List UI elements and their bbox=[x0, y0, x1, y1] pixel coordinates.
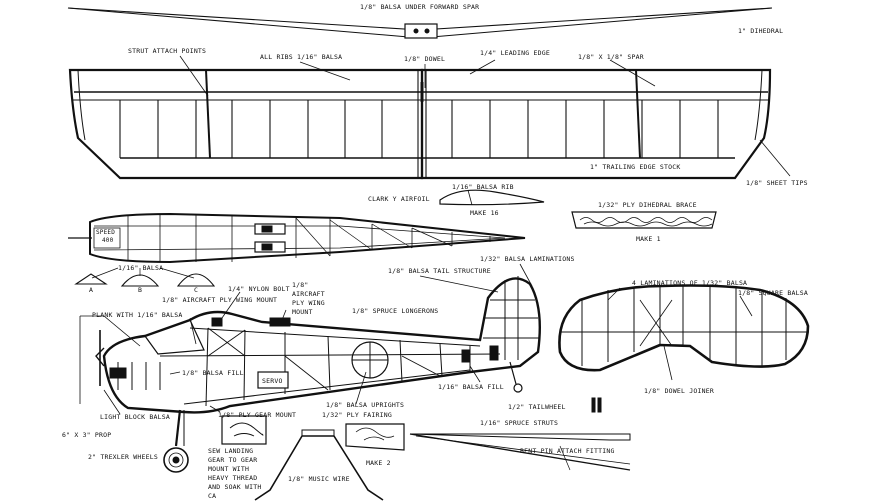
label-ac-ply-4: MOUNT bbox=[292, 308, 313, 316]
label-wheels: 2" TREXLER WHEELS bbox=[88, 453, 158, 461]
label-make-16: MAKE 16 bbox=[470, 209, 499, 217]
label-laminations: 1/32" BALSA LAMINATIONS bbox=[480, 255, 575, 263]
label-under-spar: 1/8" BALSA UNDER FORWARD SPAR bbox=[360, 3, 480, 11]
music-wire-gear bbox=[254, 429, 384, 501]
label-sew-6: CA bbox=[208, 492, 217, 500]
label-sew-1: SEW LANDING bbox=[208, 447, 254, 455]
label-spar: 1/8" X 1/8" SPAR bbox=[578, 53, 644, 61]
label-trailing-edge: 1" TRAILING EDGE STOCK bbox=[590, 163, 681, 171]
label-ac-ply-2: AIRCRAFT bbox=[292, 290, 325, 298]
label-sew-5: AND SOAK WITH bbox=[208, 483, 262, 491]
clark-y-rib bbox=[439, 189, 545, 206]
spruce-strut bbox=[409, 433, 631, 471]
tailwheel bbox=[509, 361, 523, 393]
label-music-wire: 1/8" MUSIC WIRE bbox=[288, 475, 350, 483]
label-plank: PLANK WITH 1/16" BALSA bbox=[92, 311, 183, 319]
label-sec-a: A bbox=[89, 286, 94, 294]
label-lam4: 4 LAMINATIONS OF 1/32" BALSA bbox=[632, 279, 748, 287]
label-ply-fairing: 1/32" PLY FAIRING bbox=[322, 411, 392, 419]
ply-dihedral-brace bbox=[571, 211, 717, 229]
label-tail-structure: 1/8" BALSA TAIL STRUCTURE bbox=[388, 267, 491, 275]
label-speed: SPEED bbox=[96, 229, 116, 236]
label-ac-ply-1: 1/8" bbox=[292, 281, 309, 289]
label-ply-brace: 1/32" PLY DIHEDRAL BRACE bbox=[598, 201, 697, 209]
label-speed-sub: 400 bbox=[102, 237, 114, 244]
label-make-1: MAKE 1 bbox=[636, 235, 661, 243]
label-nylon-bolt: 1/4" NYLON BOLT bbox=[228, 285, 290, 293]
label-servo: SERVO bbox=[262, 377, 283, 385]
label-make-2: MAKE 2 bbox=[366, 459, 391, 467]
sew-gear-detail bbox=[221, 415, 267, 445]
stabilizer-plan bbox=[558, 284, 810, 381]
label-ac-ply-3: PLY WING bbox=[292, 299, 325, 307]
label-sew-2: GEAR TO GEAR bbox=[208, 456, 258, 464]
label-square-balsa: 1/8" SQUARE BALSA bbox=[738, 289, 808, 297]
label-sheet-tips: 1/8" SHEET TIPS bbox=[746, 179, 808, 187]
ply-fairing bbox=[345, 423, 405, 451]
label-clark-y: CLARK Y AIRFOIL bbox=[368, 195, 430, 203]
label-balsa-116: 1/16" BALSA bbox=[118, 264, 164, 272]
label-balsa-fill-2: 1/16" BALSA FILL bbox=[438, 383, 504, 391]
landing-gear bbox=[163, 409, 189, 473]
label-sec-b: B bbox=[138, 286, 143, 294]
label-gear-mount: 1/8" PLY GEAR MOUNT bbox=[218, 411, 297, 419]
label-balsa-rib: 1/16" BALSA RIB bbox=[452, 183, 514, 191]
label-aircraft-ply: 1/8" AIRCRAFT PLY WING MOUNT bbox=[162, 296, 278, 304]
label-prop: 6" X 3" PROP bbox=[62, 431, 112, 439]
label-sew-4: HEAVY THREAD bbox=[208, 474, 258, 482]
former-sections bbox=[74, 267, 216, 287]
label-all-ribs: ALL RIBS 1/16" BALSA bbox=[260, 53, 343, 61]
label-dowel: 1/8" DOWEL bbox=[404, 55, 446, 63]
label-sew-3: MOUNT WITH bbox=[208, 465, 250, 473]
label-balsa-uprights: 1/8" BALSA UPRIGHTS bbox=[326, 401, 405, 409]
label-spruce-longerons: 1/8" SPRUCE LONGERONS bbox=[352, 307, 439, 315]
label-spruce-struts: 1/16" SPRUCE STRUTS bbox=[480, 419, 559, 427]
label-sec-c: C bbox=[194, 286, 199, 294]
label-dihedral: 1" DIHEDRAL bbox=[738, 27, 784, 35]
wing-plan-view bbox=[68, 55, 791, 180]
label-dowel-joiner: 1/8" DOWEL JOINER bbox=[644, 387, 714, 395]
label-strut-attach: STRUT ATTACH POINTS bbox=[128, 47, 207, 55]
label-light-block: LIGHT BLOCK BALSA bbox=[100, 413, 170, 421]
label-leading-edge: 1/4" LEADING EDGE bbox=[480, 49, 550, 57]
label-bent-pin: BENT PIN ATTACH FITTING bbox=[520, 447, 615, 455]
label-balsa-fill-1: 1/8" BALSA FILL bbox=[182, 369, 244, 377]
fuselage-top-view bbox=[68, 212, 526, 264]
dowel-icon bbox=[591, 397, 602, 413]
wing-front-view bbox=[67, 7, 773, 39]
label-tailwheel: 1/2" TAILWHEEL bbox=[508, 403, 566, 411]
